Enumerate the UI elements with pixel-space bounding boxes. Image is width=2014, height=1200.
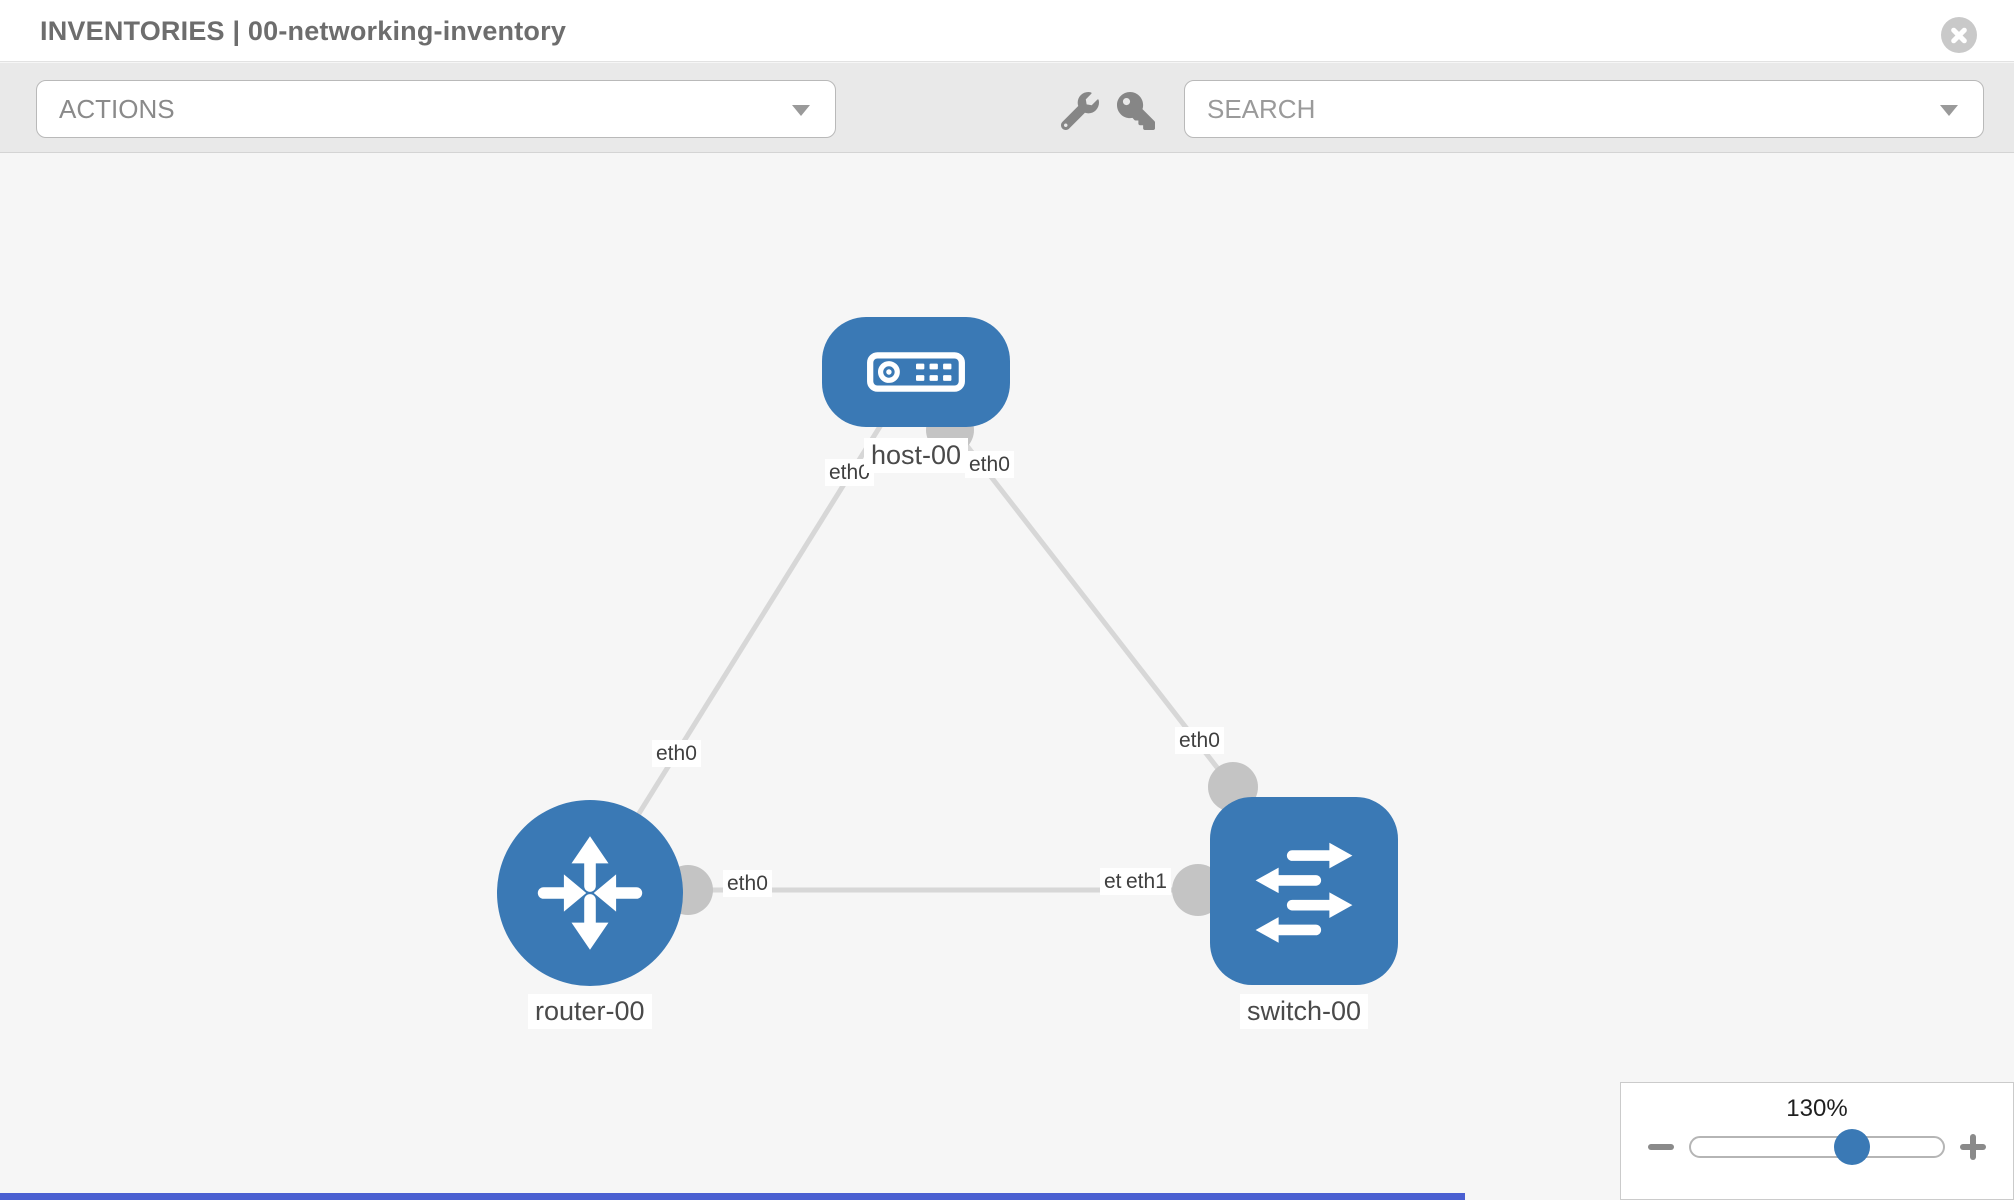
link-host-router[interactable]: [607, 418, 887, 862]
zoom-in-button[interactable]: [1959, 1133, 1987, 1161]
switch-icon: [1255, 842, 1353, 943]
search-dropdown[interactable]: SEARCH: [1184, 80, 1984, 138]
zoom-slider[interactable]: [1689, 1129, 1945, 1165]
iface-label: eth0: [1175, 727, 1224, 754]
chevron-down-icon: [792, 105, 810, 116]
server-icon: [867, 352, 965, 392]
page-title: INVENTORIES | 00-networking-inventory: [40, 16, 567, 46]
actions-dropdown-label: ACTIONS: [59, 94, 175, 124]
key-icon[interactable]: [1114, 89, 1158, 133]
node-host-00[interactable]: [822, 317, 1010, 427]
node-label-host: host-00: [864, 438, 969, 473]
node-label-router: router-00: [528, 994, 652, 1029]
wrench-icon[interactable]: [1058, 89, 1102, 133]
node-switch-00[interactable]: [1210, 797, 1398, 985]
node-router-00[interactable]: [497, 800, 683, 986]
node-label-switch: switch-00: [1240, 994, 1369, 1029]
search-dropdown-label: SEARCH: [1207, 94, 1316, 124]
router-icon: [537, 836, 643, 950]
zoom-panel: 130%: [1620, 1082, 2014, 1200]
bottom-panel-edge: [0, 1193, 1465, 1200]
iface-label: eth0: [965, 451, 1014, 478]
iface-label: eth1: [1122, 868, 1171, 895]
iface-label: eth0: [652, 740, 701, 767]
toolbar: ACTIONS SEARCH: [0, 63, 2014, 153]
close-icon[interactable]: [1941, 17, 1977, 53]
chevron-down-icon: [1940, 105, 1958, 116]
zoom-level-value: 130%: [1786, 1095, 1848, 1122]
zoom-slider-thumb[interactable]: [1834, 1129, 1871, 1165]
zoom-out-button[interactable]: [1647, 1133, 1675, 1161]
header-bar: INVENTORIES | 00-networking-inventory: [0, 0, 2014, 62]
iface-label: eth0: [723, 870, 772, 897]
actions-dropdown[interactable]: ACTIONS: [36, 80, 836, 138]
